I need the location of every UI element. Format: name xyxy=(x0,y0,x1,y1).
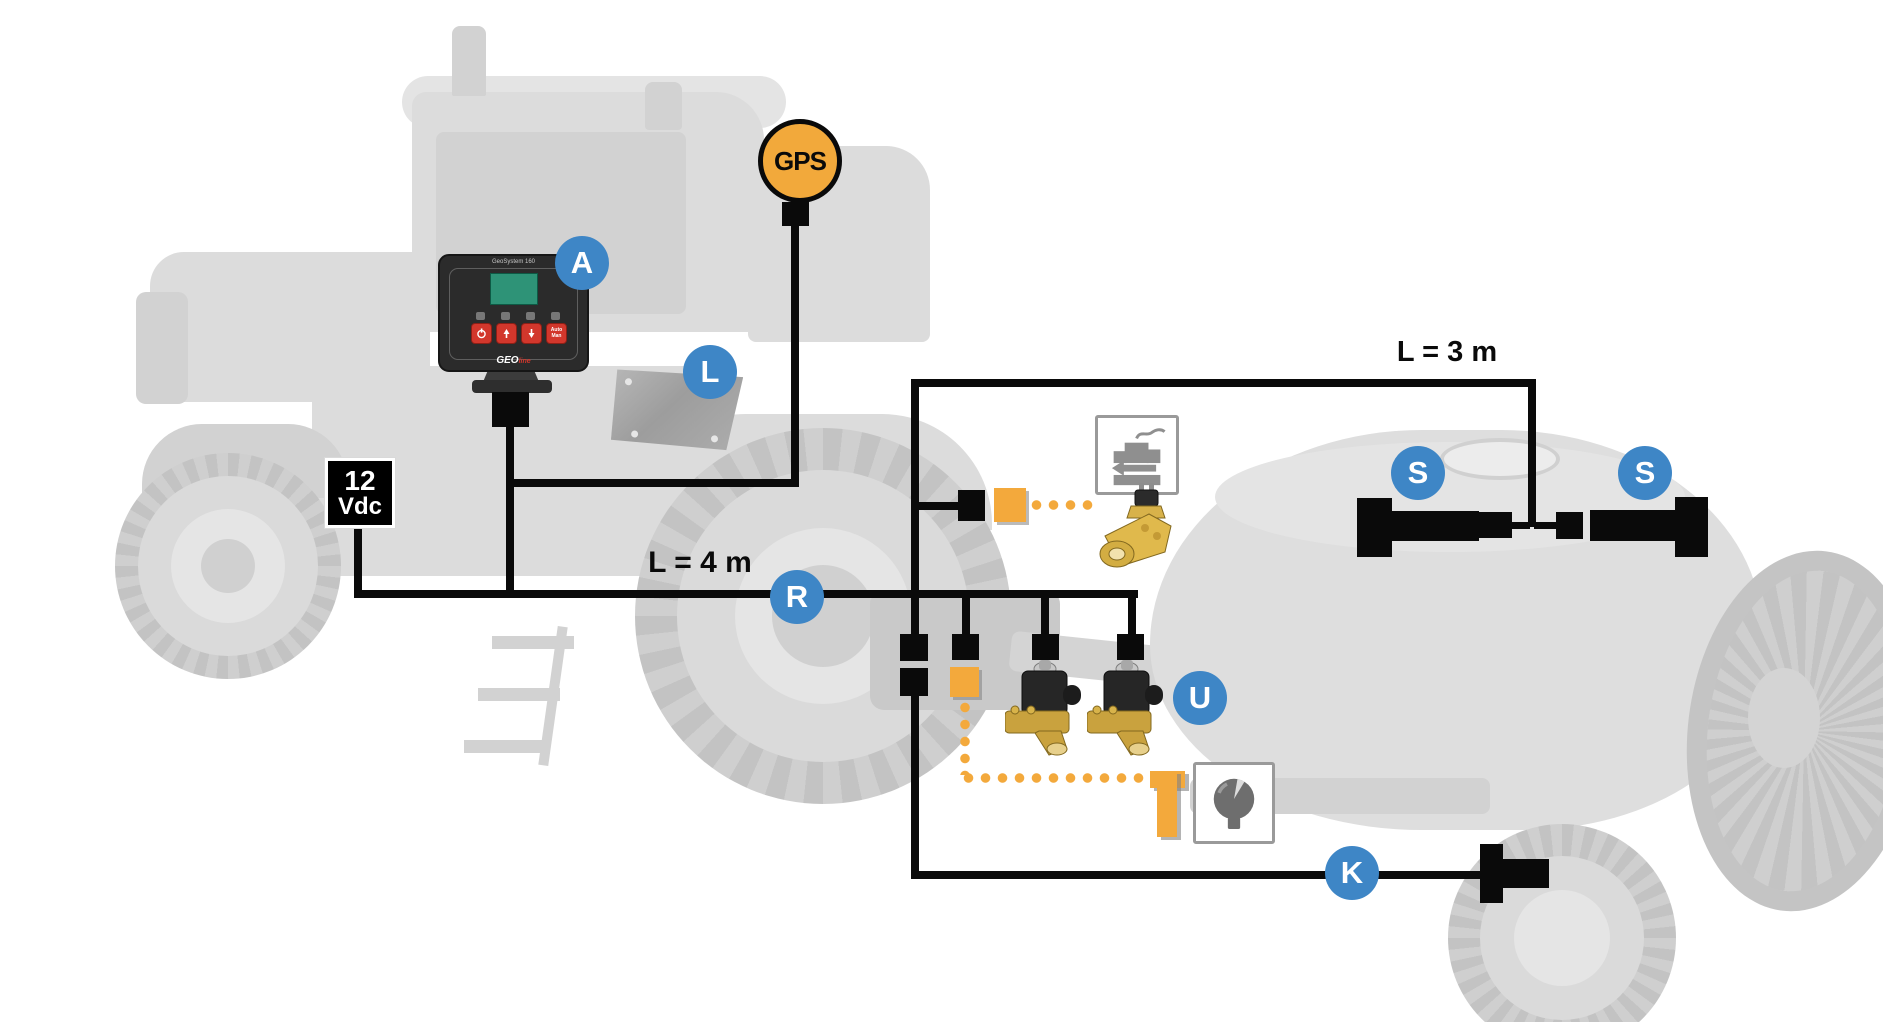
console-screen xyxy=(490,273,538,305)
marker-l-bracket: L xyxy=(683,345,737,399)
gps-label: GPS xyxy=(774,145,827,176)
wire-console-drop xyxy=(506,424,514,597)
gps-connector-plug xyxy=(782,202,809,226)
wire-junction-up xyxy=(911,379,919,597)
branch-b-orange-socket xyxy=(950,667,979,697)
console-cable-block xyxy=(492,392,529,427)
pressure-branch-dotted-vertical xyxy=(960,699,970,775)
s-right-connector-bar xyxy=(1590,510,1677,541)
front-wheel-cap xyxy=(201,539,255,593)
cable-length-l3-label: L = 3 m xyxy=(1396,336,1498,368)
console-spray-left-button xyxy=(496,323,517,344)
valve1-plug xyxy=(1032,634,1059,660)
console-indicator-1 xyxy=(476,312,485,320)
s-left-connector-plug xyxy=(1478,512,1512,538)
pressure-tee-fitting-stem xyxy=(1157,771,1177,837)
power-line1: 12 xyxy=(344,465,376,496)
marker-r-cable: R xyxy=(770,570,824,624)
console-power-button xyxy=(471,323,492,344)
pressure-gauge-icon xyxy=(1193,762,1275,844)
wire-main-bus-l4 xyxy=(354,590,1138,598)
console-spray-right-button xyxy=(521,323,542,344)
gps-antenna-badge: GPS xyxy=(758,119,842,203)
marker-u-valves: U xyxy=(1173,671,1227,725)
tractor-step-1 xyxy=(492,636,574,649)
console-indicator-3 xyxy=(526,312,535,320)
wire-drop-d xyxy=(1128,597,1136,636)
tractor-step-2 xyxy=(478,688,560,701)
flow-branch-orange-socket xyxy=(994,488,1026,522)
wire-flow-stub xyxy=(915,502,960,510)
tractor-grill xyxy=(136,292,188,404)
wire-12vdc-drop xyxy=(354,526,362,594)
wire-k-run xyxy=(911,871,1490,879)
wire-tank-drop xyxy=(1528,379,1536,527)
flow-sensor xyxy=(1093,483,1179,583)
wire-gps-drop xyxy=(791,224,799,486)
wire-junction-down-k xyxy=(911,694,919,878)
sprayer-manhole xyxy=(1440,438,1560,480)
marker-s2-sensor: S xyxy=(1618,446,1672,500)
sprayer-fan-hub xyxy=(1748,668,1820,768)
sprayer-wheel-hub xyxy=(1514,890,1610,986)
valve2-plug xyxy=(1117,634,1144,660)
console-auto-man-button: Auto Man xyxy=(546,323,567,344)
flow-branch-plug xyxy=(958,490,985,521)
power-line2: Vdc xyxy=(337,493,382,520)
wire-tank-l3 xyxy=(911,379,1536,387)
marker-a-console: A xyxy=(555,236,609,290)
k-line-plug-lower xyxy=(900,668,928,696)
power-supply-box: 12 Vdc xyxy=(325,458,395,528)
pressure-branch-dotted-horizontal xyxy=(960,773,1156,783)
tractor-exhaust xyxy=(452,26,486,96)
marker-k-cable: K xyxy=(1325,846,1379,900)
s-right-connector-body xyxy=(1675,497,1708,557)
console-indicator-4 xyxy=(551,312,560,320)
tractor-step-3 xyxy=(464,740,546,753)
flow-meter-icon xyxy=(1095,415,1179,495)
tractor-beacon xyxy=(645,82,682,130)
k-end-connector-horizontal xyxy=(1502,859,1549,888)
branch-b-plug xyxy=(952,634,979,660)
console-indicator-2 xyxy=(501,312,510,320)
man-label: Man xyxy=(551,332,562,339)
k-line-plug-upper xyxy=(900,634,928,661)
auto-label: Auto xyxy=(550,327,563,334)
cable-length-l4-label: L = 4 m xyxy=(648,546,752,579)
console-brand-logo: GEOline xyxy=(496,355,531,366)
marker-s1-sensor: S xyxy=(1391,446,1445,500)
k-end-connector-vertical xyxy=(1480,844,1503,903)
wire-s-link-right xyxy=(1534,522,1558,529)
wire-s-link-left xyxy=(1508,522,1530,529)
wire-console-gps-branch xyxy=(506,479,799,487)
wire-junction-to-plug xyxy=(911,597,919,637)
solenoid-valve-1 xyxy=(1004,657,1083,757)
solenoid-valve-2 xyxy=(1086,657,1165,757)
s-right-connector-plug xyxy=(1556,512,1583,539)
s-left-connector-bar xyxy=(1390,511,1479,541)
wire-drop-c xyxy=(1041,597,1049,636)
wire-drop-b xyxy=(962,597,970,636)
flow-sensor-dotted-link xyxy=(1028,500,1098,510)
console-panel-outline xyxy=(449,268,578,360)
console-mount-foot xyxy=(472,380,552,393)
s-left-connector-body xyxy=(1357,498,1392,557)
console-model-text: GeoSystem 160 xyxy=(491,259,536,265)
